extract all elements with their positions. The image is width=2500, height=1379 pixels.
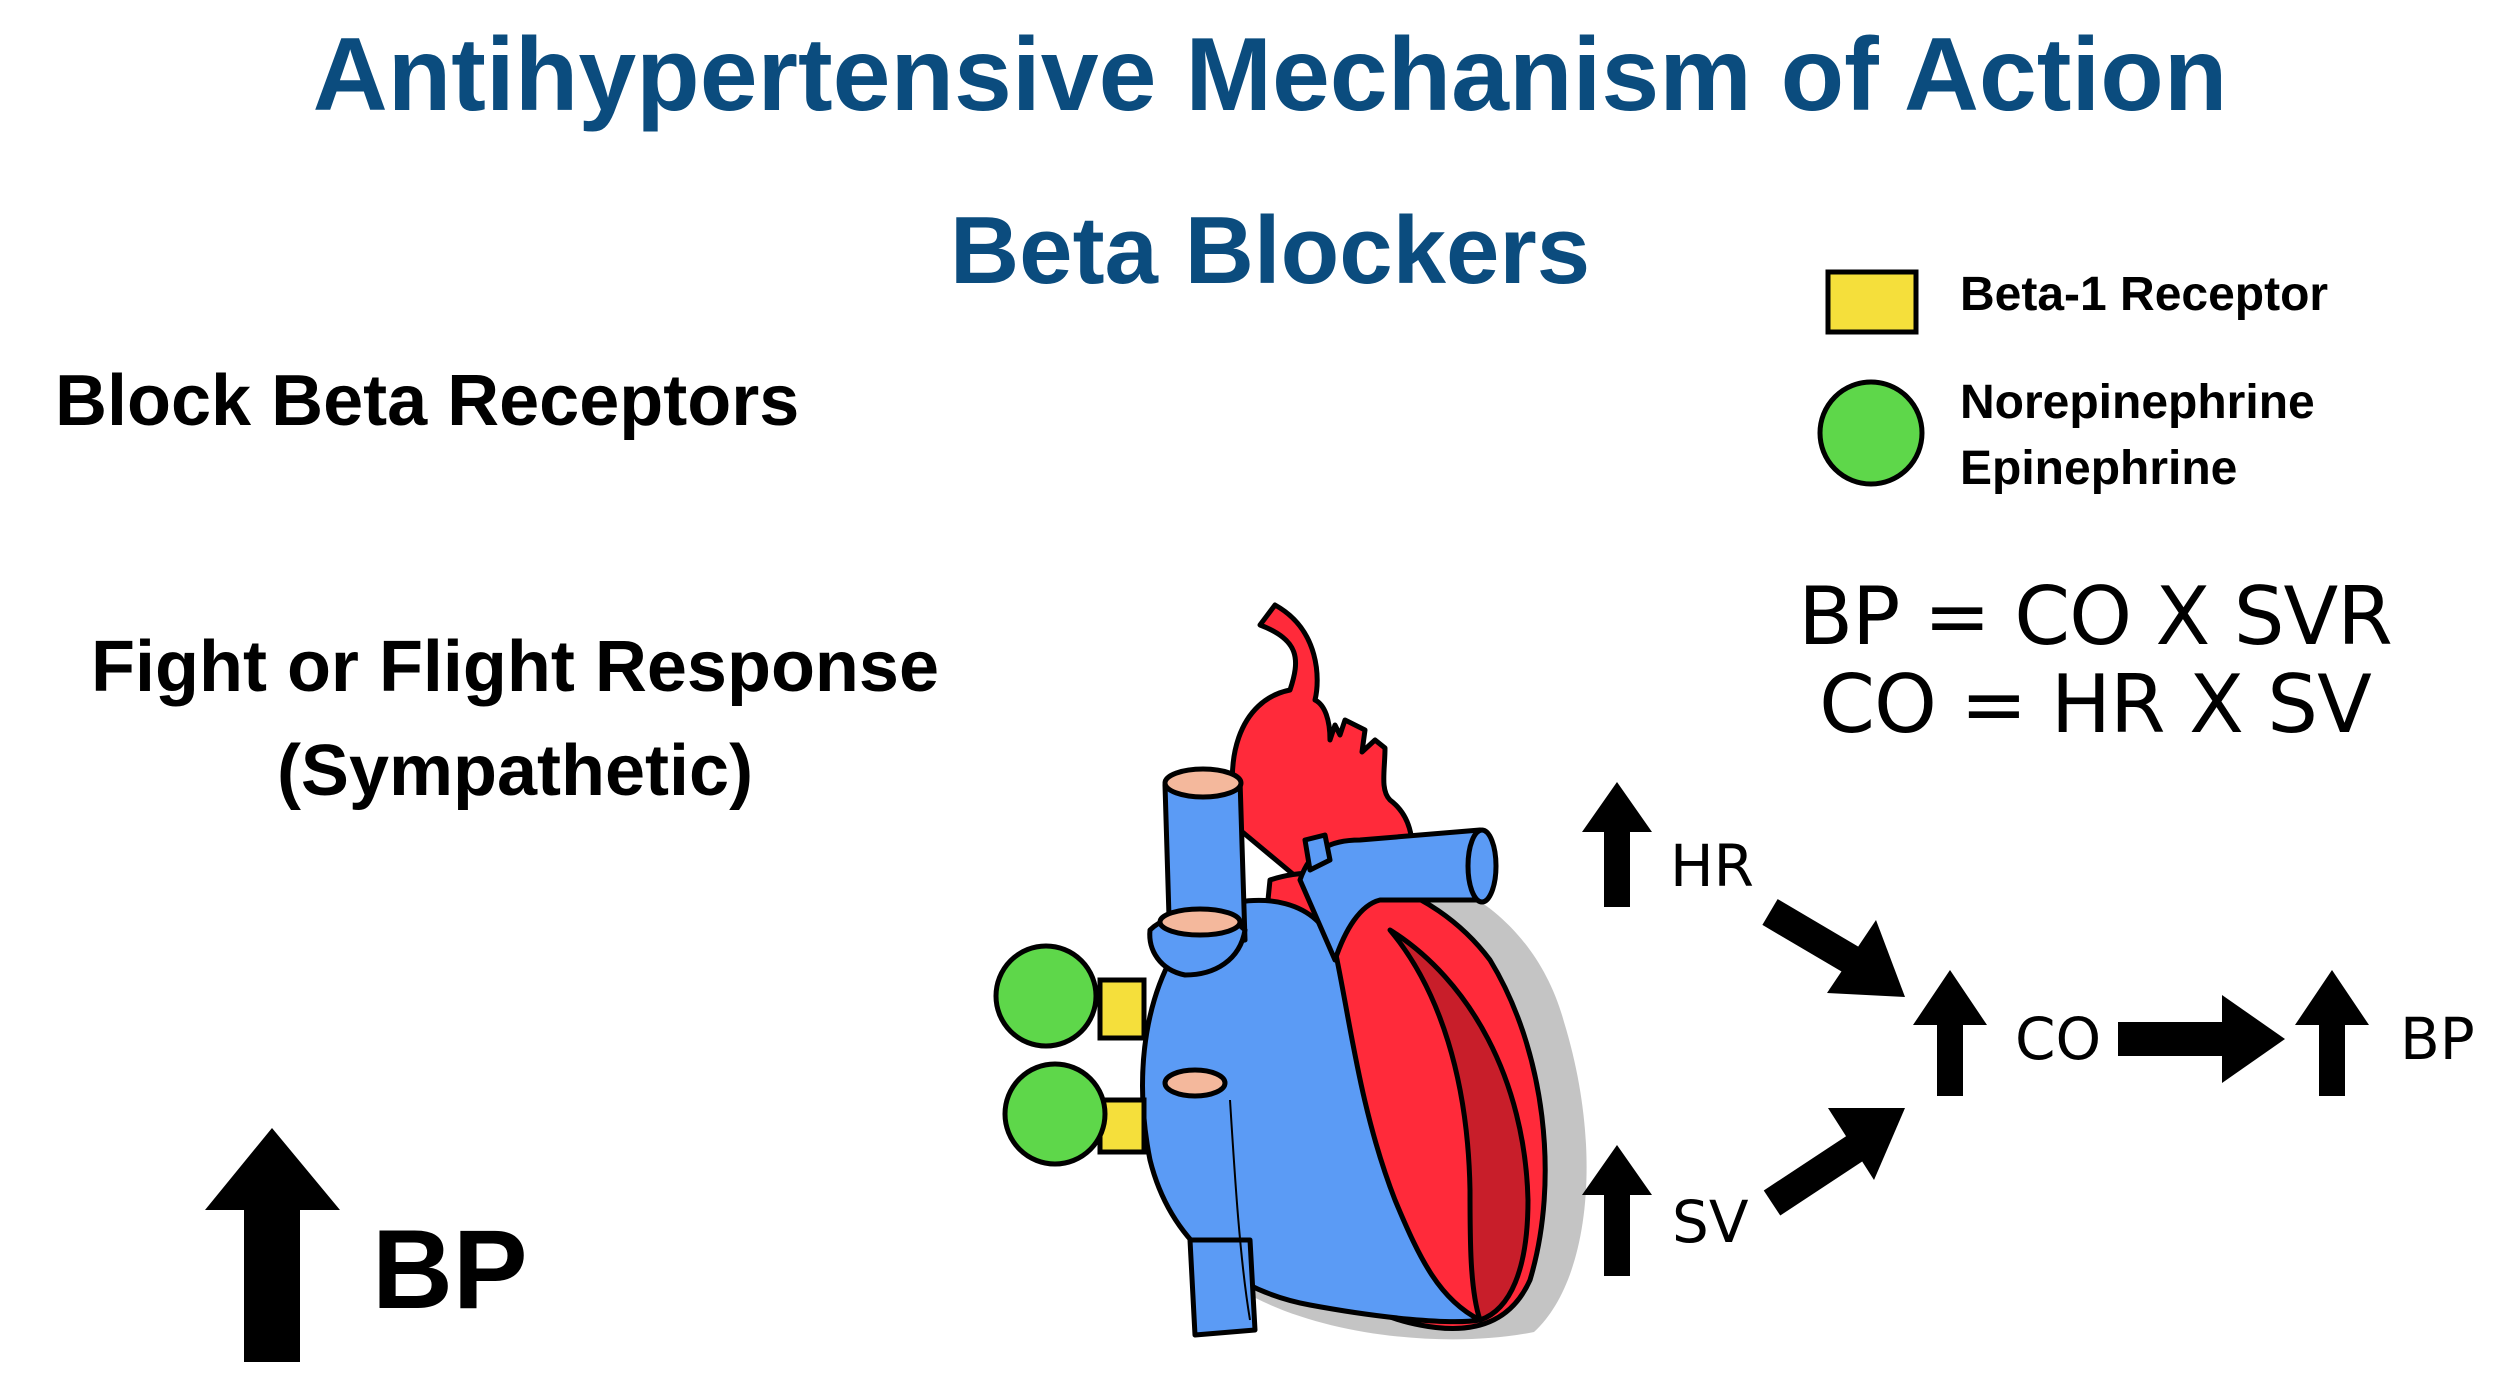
legend-ligand-swatch (1817, 379, 1925, 487)
co-to-bp-arrow-icon (2118, 995, 2285, 1083)
legend-beta-receptor-label: Beta-1 Receptor (1960, 268, 2329, 321)
page-subtitle: Beta Blockers (949, 197, 1591, 304)
legend-epinephrine: Epinephrine (1960, 442, 2238, 495)
flow-sv-label: SV (1672, 1188, 1749, 1256)
fight-or-flight-label: Fight or Flight Response (Sympathetic) (0, 615, 1030, 823)
fight-line-2: (Sympathetic) (276, 731, 754, 811)
flow-bp-label: BP (2400, 1005, 2475, 1073)
sv-to-co-arrow-icon (1763, 1108, 1905, 1216)
flow-co-label: CO (2015, 1005, 2102, 1073)
legend-norepinephrine: Norepinephrine (1960, 376, 2315, 429)
page-title: Antihypertensive Mechanism of Action (312, 17, 2228, 133)
heart-icon (1140, 602, 1587, 1340)
co-up-arrow-icon (1913, 970, 1987, 1096)
legend-ligand-label: Norepinephrine Epinephrine (1960, 370, 2315, 502)
bp-increase-label: BP (372, 1207, 528, 1332)
equation-bp: BP = CO X SVR (1798, 570, 2393, 663)
ligand-bottom-icon (1002, 1061, 1108, 1167)
equation-co: CO = HR X SV (1819, 658, 2372, 751)
ligand-top-icon (993, 943, 1099, 1049)
block-beta-receptors-label: Block Beta Receptors (55, 361, 800, 441)
bp-up-arrow-icon (205, 1128, 340, 1362)
sv-up-arrow-icon (1582, 1145, 1652, 1276)
beta1-receptor-top (1097, 977, 1147, 1041)
fight-line-1: Fight or Flight Response (91, 627, 939, 707)
legend-receptor-swatch (1825, 269, 1919, 335)
hr-to-co-arrow-icon (1762, 899, 1905, 997)
bp-right-up-arrow-icon (2295, 970, 2369, 1096)
hr-up-arrow-icon (1582, 782, 1652, 907)
flow-hr-label: HR (1670, 832, 1754, 900)
